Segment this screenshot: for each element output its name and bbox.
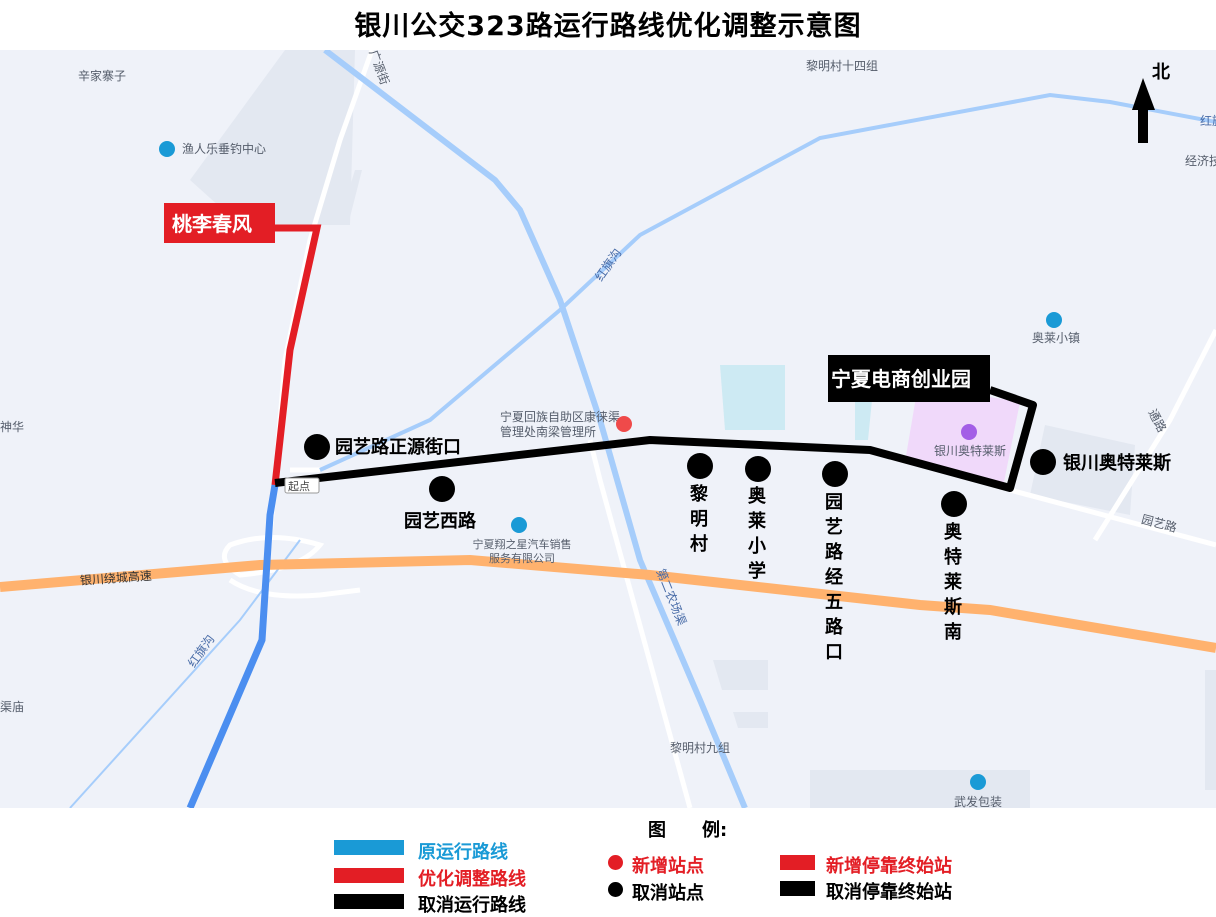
legend-label: 取消停靠终始站 [826,882,952,903]
stop-label: 园艺路经五路口 [825,492,843,663]
stop-marker[interactable] [745,456,771,482]
legend-cancelled-stop-dot [608,882,623,897]
route-map[interactable]: 北 辛家寨子 渔人乐垂钓中心 广源街 黎明村十四组 红旗沟 红旗沟 经济技 奥莱… [0,50,1216,808]
land-block [1205,670,1216,790]
stop-marker[interactable] [941,491,967,517]
canal-label: 红旗沟 [1200,113,1216,128]
place-label: 渔人乐垂钓中心 [182,141,266,156]
place-label: 黎明村十四组 [806,59,878,73]
place-label: 宁夏回族自助区康徕渠管理处南梁管理所 [500,410,620,439]
place-label: 黎明村九组 [670,741,730,755]
place-label: 经济技 [1185,153,1216,168]
shopping-poi-icon[interactable] [961,424,977,440]
land-block [1030,425,1135,515]
legend: 图 例: 原运行路线 优化调整路线 取消运行路线 新增站点 取消站点 新增停靠终… [0,808,1216,916]
car-poi-icon[interactable] [511,517,527,533]
north-arrow: 北 [1132,62,1170,143]
legend-label: 优化调整路线 [418,869,526,890]
office-poi-icon[interactable] [616,416,632,432]
place-label: 奥莱小镇 [1032,331,1080,345]
place-label: 渠庙 [0,700,24,714]
stop-marker[interactable] [822,461,848,487]
land-block [338,170,362,225]
legend-swatch-cancelled-terminal [780,881,815,896]
place-label: 银川奥特莱斯 [934,443,1006,458]
legend-swatch-cancelled-route [334,894,404,909]
north-label: 北 [1152,62,1170,83]
legend-title: 图 例: [648,820,728,841]
legend-label: 新增停靠终始站 [826,856,952,877]
land-block [733,712,768,728]
stop-marker[interactable] [1030,449,1056,475]
arrow-up-icon [1132,78,1155,143]
stop-label: 黎明村 [690,484,708,555]
legend-label: 原运行路线 [418,842,508,863]
stop-marker[interactable] [304,434,330,460]
stop-marker[interactable] [687,453,713,479]
cancelled-terminal[interactable]: 宁夏电商创业园 [828,355,990,402]
place-label: 武发包装 [954,794,1002,808]
stop-label: 奥特莱斯南 [944,522,962,643]
stop-label: 园艺路正源街口 [335,436,461,458]
pond [720,365,785,430]
legend-label: 取消站点 [632,883,704,904]
place-label: 宁夏翔之星汽车销售服务有限公司 [472,538,572,565]
land-block [190,50,355,225]
new-terminal[interactable]: 桃李春风 [164,203,275,243]
town-poi-icon[interactable] [1046,312,1062,328]
optimized-route-line [270,224,322,486]
cancelled-terminal-label: 宁夏电商创业园 [831,367,971,391]
stop-label: 银川奥特莱斯 [1063,452,1171,474]
road-label: 银川绕城高速 [79,568,152,588]
stop-label: 园艺西路 [404,510,477,532]
legend-swatch-new-terminal [780,855,815,870]
stop-marker[interactable] [429,476,455,502]
pond [855,400,872,440]
legend-new-stop-dot [608,855,623,870]
ring-expressway [0,554,1216,653]
new-terminal-label: 桃李春风 [172,212,252,236]
legend-label: 新增站点 [632,856,704,877]
factory-poi-icon[interactable] [970,774,986,790]
start-marker [284,477,320,494]
place-label: 神华 [0,420,24,434]
page-title: 银川公交323路运行路线优化调整示意图 [354,11,862,42]
place-label: 辛家寨子 [78,68,126,83]
land-block [713,660,768,690]
legend-swatch-original [334,840,404,855]
stop-label: 奥莱小学 [748,486,766,582]
fishing-poi-icon[interactable] [159,141,175,157]
legend-swatch-optimized [334,868,404,883]
legend-label: 取消运行路线 [418,895,526,916]
cancelled-stops: 园艺路正源街口 园艺西路 黎明村 奥莱小学 园艺路经五路口 奥特莱斯南 银川奥特… [304,434,1171,663]
cancelled-route-line [274,386,1037,492]
original-route-line [186,484,279,808]
start-label: 起点 [288,480,310,493]
